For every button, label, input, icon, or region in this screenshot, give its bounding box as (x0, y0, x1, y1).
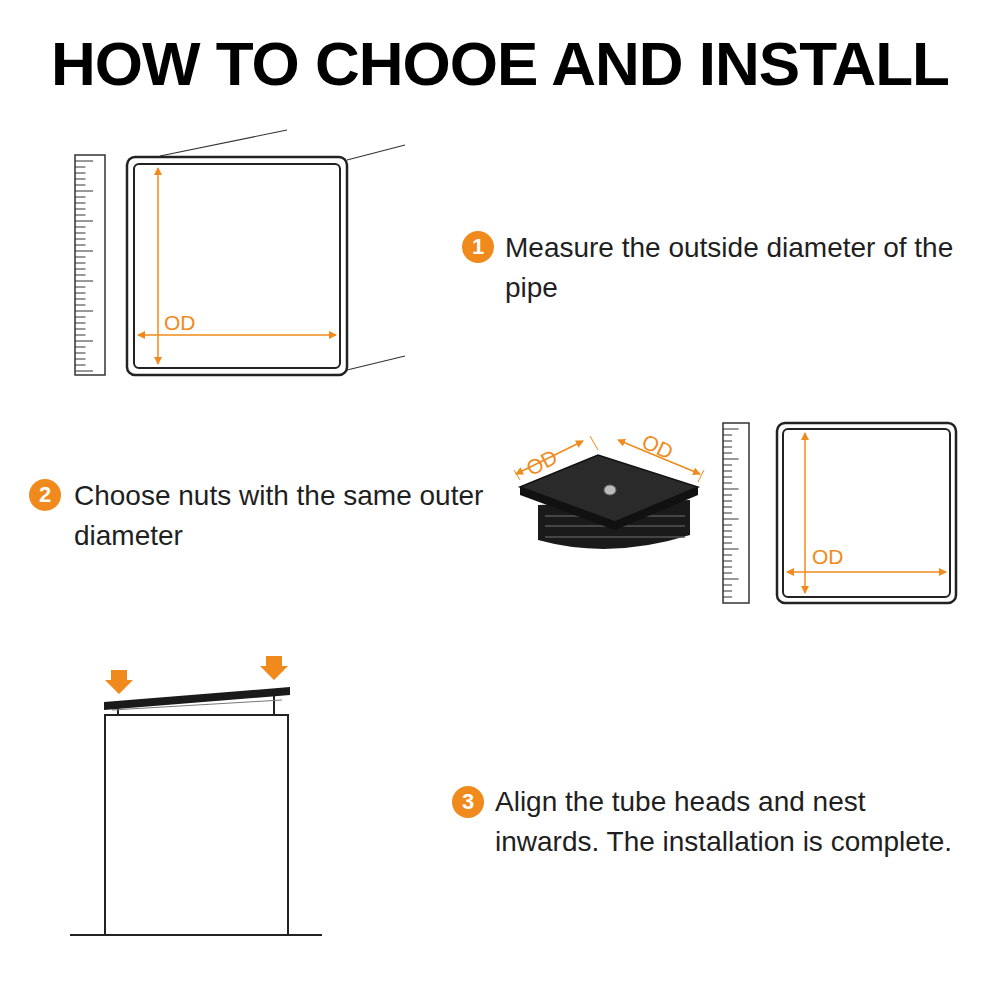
ruler-tick (723, 573, 732, 574)
step-text: Measure the outside diameter of the pipe (505, 228, 975, 308)
ruler-tick (723, 567, 732, 568)
install-figure (70, 656, 322, 935)
ruler-tick (75, 305, 86, 306)
ruler-tick (75, 281, 93, 282)
ruler-tick (723, 489, 739, 490)
ruler-tick (75, 167, 86, 168)
ruler-tick (75, 221, 93, 222)
ruler-tick (723, 507, 732, 508)
step-text: Align the tube heads and nest inwards. T… (495, 782, 965, 862)
ruler-tick (75, 215, 86, 216)
ruler-tick (75, 209, 86, 210)
ruler-tick (75, 317, 86, 318)
ruler-tick (75, 185, 86, 186)
ruler-tick (723, 549, 739, 550)
ruler-tick (723, 465, 732, 466)
ruler-tick (723, 597, 732, 598)
ruler-tick (723, 471, 732, 472)
ruler-tick (75, 233, 86, 234)
ruler-tick (75, 287, 86, 288)
ruler-tick (723, 585, 732, 586)
step-number: 1 (462, 231, 494, 263)
ruler-tick (723, 501, 732, 502)
ruler-tick (723, 579, 739, 580)
ruler-tick (723, 555, 732, 556)
ruler-tick (75, 203, 86, 204)
ruler-tick (75, 179, 86, 180)
ruler-tick (723, 543, 732, 544)
step-number: 3 (452, 786, 484, 818)
ruler-tick (75, 173, 86, 174)
ruler-tick (75, 257, 86, 258)
step-number: 2 (29, 479, 61, 511)
ruler-tick (75, 353, 86, 354)
ruler-tick (723, 591, 732, 592)
ruler-tick (75, 275, 86, 276)
ruler-tick (75, 347, 86, 348)
ruler-tick (723, 429, 739, 430)
ruler-tick (723, 483, 732, 484)
ruler-tick (723, 519, 739, 520)
ruler-tick (75, 197, 86, 198)
ruler-tick (723, 447, 732, 448)
ruler-tick (723, 495, 732, 496)
pipe-section (777, 423, 956, 603)
ruler-tick (723, 459, 739, 460)
title: HOW TO CHOOE AND INSTALL (51, 28, 949, 99)
ruler-tick (75, 323, 86, 324)
ruler-tick (75, 299, 86, 300)
ruler-tick (75, 311, 93, 312)
pipe-section (127, 130, 405, 375)
end-cap (514, 436, 704, 549)
ruler-tick (75, 359, 86, 360)
ruler-tick (75, 371, 93, 372)
ruler-tick (75, 269, 86, 270)
ruler-tick (75, 329, 86, 330)
ruler-tick (75, 227, 86, 228)
dimension-label: OD (164, 312, 196, 333)
ruler-tick (75, 239, 86, 240)
step-text: Choose nuts with the same outer diameter (74, 476, 494, 556)
ruler-tick (75, 263, 86, 264)
ruler-tick (723, 537, 732, 538)
ruler (75, 155, 105, 375)
ruler-tick (723, 435, 732, 436)
ruler-tick (723, 531, 732, 532)
ruler-tick (723, 561, 732, 562)
ruler-tick (75, 335, 86, 336)
ruler-tick (75, 251, 93, 252)
ruler-tick (723, 441, 732, 442)
ruler-tick (75, 365, 86, 366)
ruler-tick (723, 453, 732, 454)
ruler-tick (75, 161, 93, 162)
dimension-label: OD (812, 546, 844, 567)
ruler-tick (723, 477, 732, 478)
ruler-tick (723, 513, 732, 514)
ruler-tick (75, 293, 86, 294)
ruler-tick (75, 341, 93, 342)
ruler (723, 423, 749, 603)
ruler-tick (75, 245, 86, 246)
ruler-tick (723, 525, 732, 526)
dimension-label: OD (639, 430, 676, 462)
ruler-tick (75, 191, 93, 192)
